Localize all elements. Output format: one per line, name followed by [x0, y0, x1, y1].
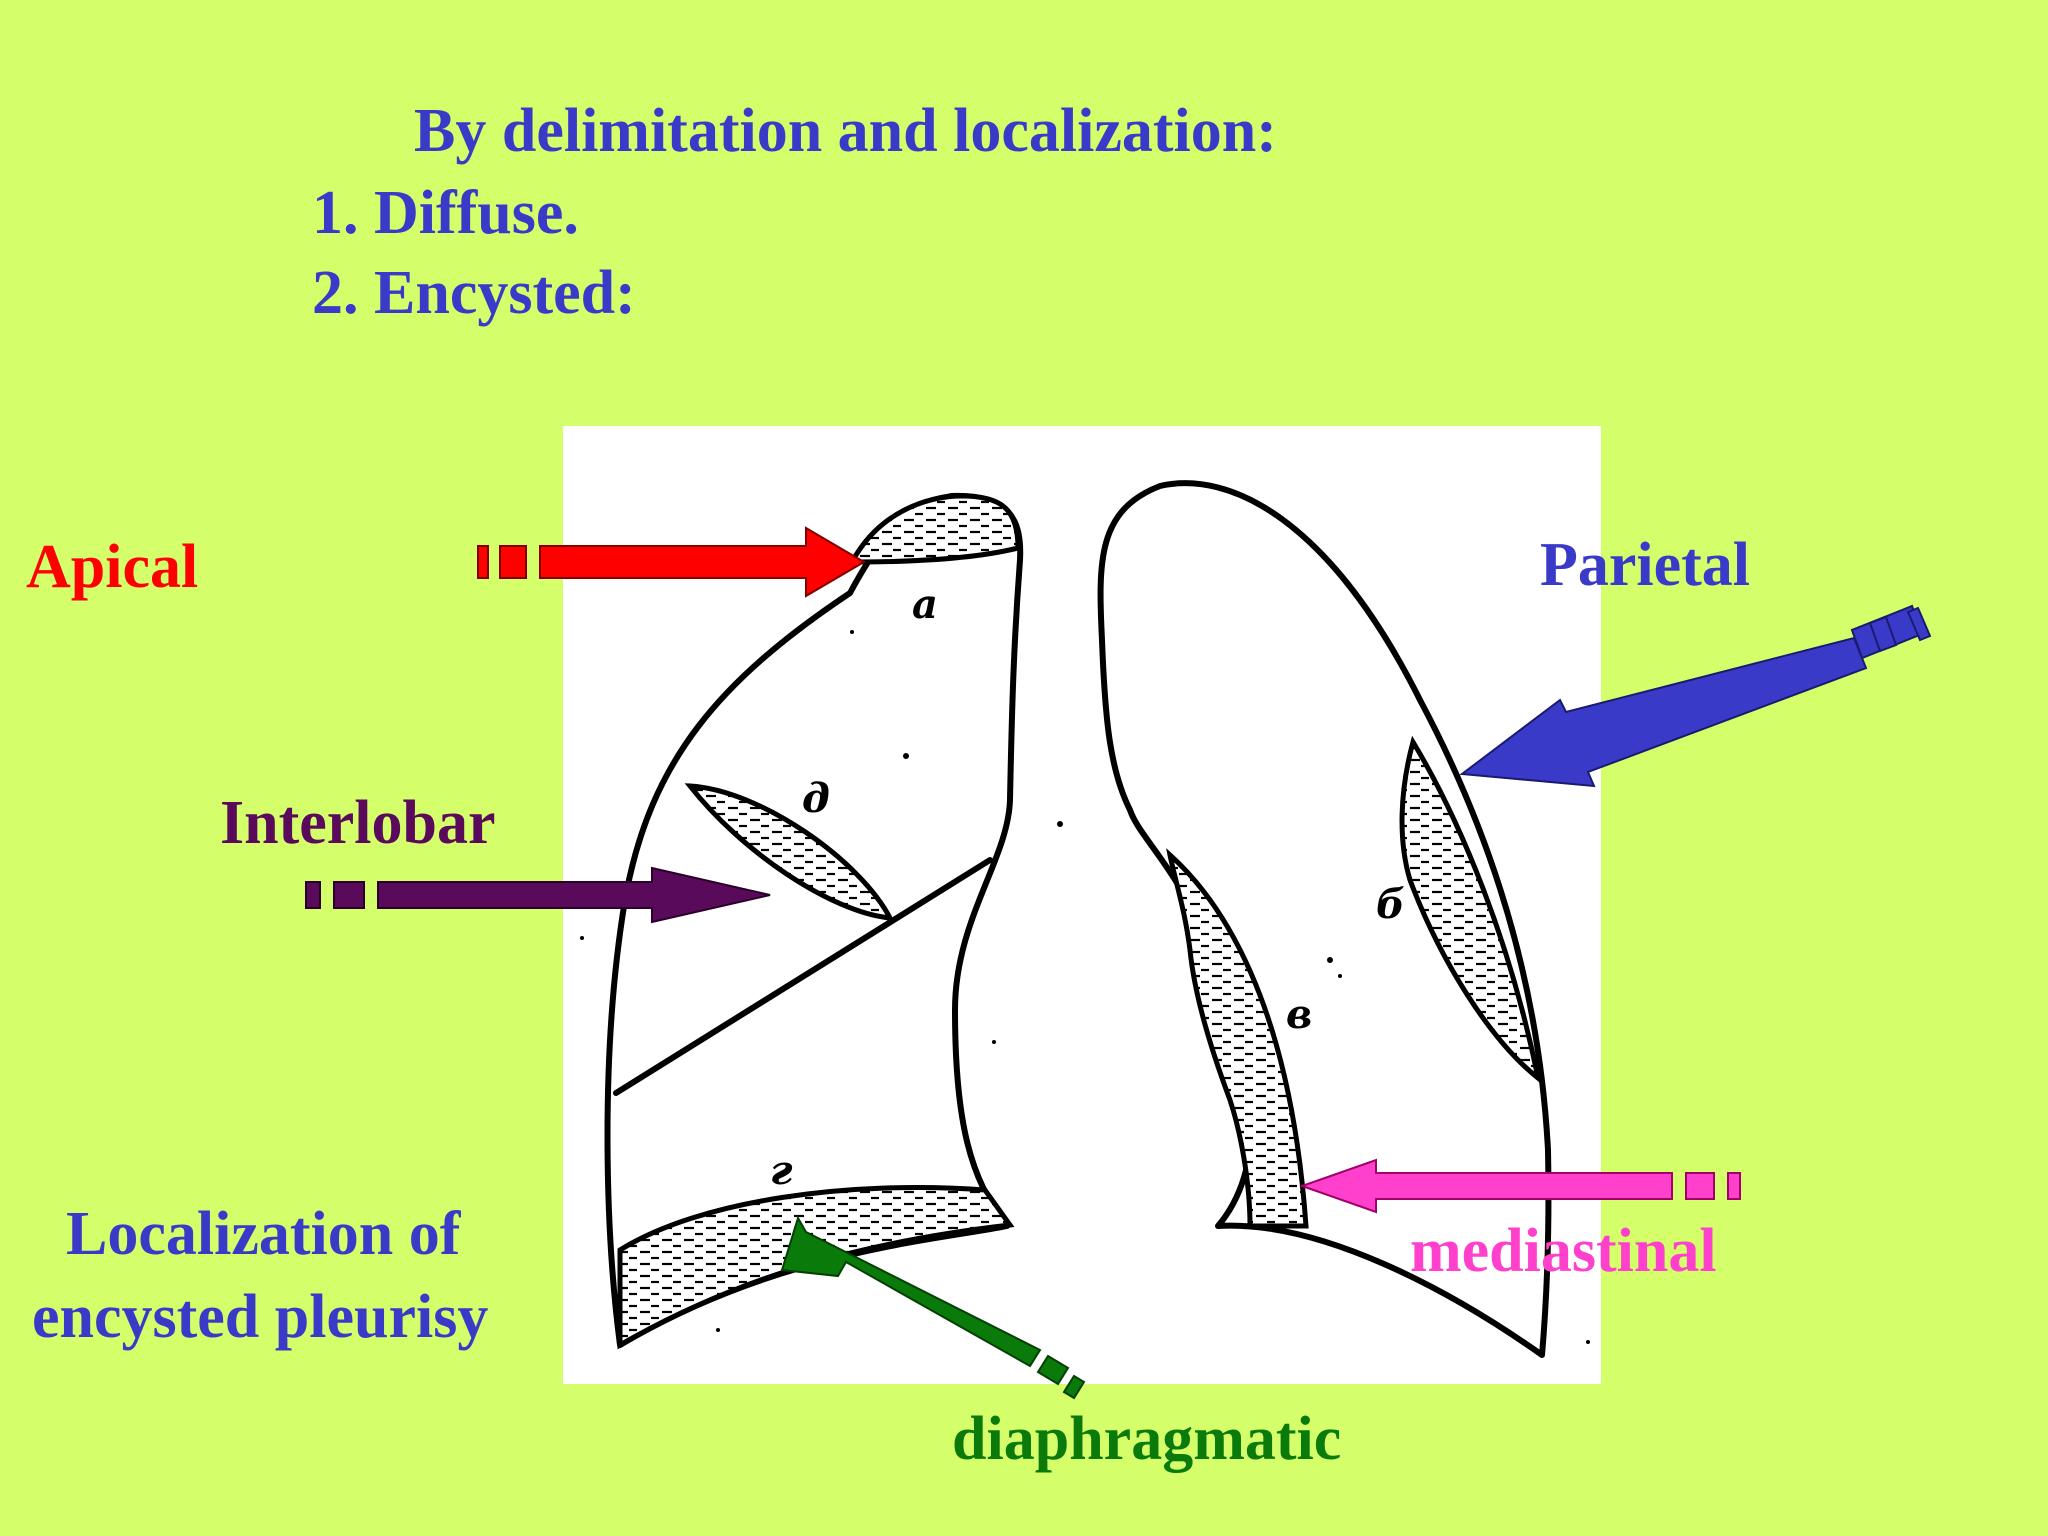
diagram-letter-d: д: [802, 775, 830, 822]
label-parietal: Parietal: [1540, 531, 1751, 599]
mediastinal-effusion: [1166, 848, 1309, 1229]
interlobar-effusion: [684, 783, 895, 921]
diaphragmatic-effusion: [617, 1185, 1015, 1350]
diagram-letter-g: г: [770, 1147, 793, 1194]
diagram-letter-v: в: [1286, 991, 1312, 1038]
label-apical: Apical: [26, 533, 199, 601]
apical-arrow: [477, 526, 866, 598]
diagram-letter-a: а: [912, 581, 938, 628]
label-mediastinal: mediastinal: [1410, 1217, 1717, 1285]
parietal-effusion: [1399, 735, 1542, 1085]
caption-line-2: encysted pleurisy: [32, 1283, 489, 1351]
heading-title: By delimitation and localization:: [414, 97, 1277, 165]
diaphragmatic-arrow: [780, 1215, 1086, 1400]
diagram-specks: [580, 630, 1590, 1344]
interlobar-arrow: [305, 866, 771, 924]
mediastinal-arrow: [1298, 1158, 1741, 1214]
label-interlobar: Interlobar: [220, 789, 496, 857]
apical-effusion: [847, 493, 1021, 565]
parietal-arrow: [1459, 604, 1932, 788]
caption-line-1: Localization of: [66, 1200, 461, 1268]
label-diaphragmatic: diaphragmatic: [952, 1405, 1342, 1473]
diagram-letter-b: б: [1376, 881, 1405, 928]
heading-item-diffuse: 1. Diffuse.: [312, 179, 579, 247]
heading-item-encysted: 2. Encysted:: [312, 259, 636, 327]
